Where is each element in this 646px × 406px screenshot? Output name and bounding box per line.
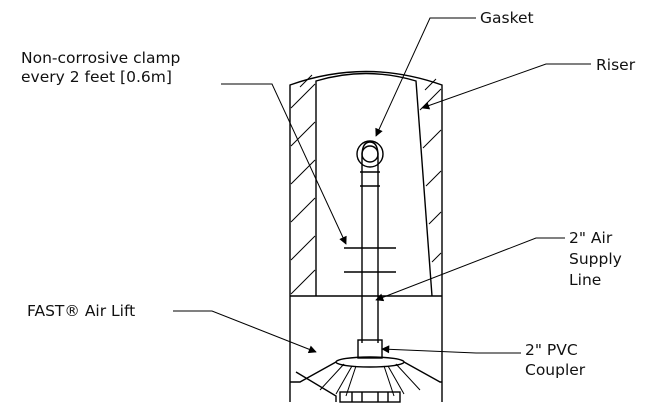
air-supply-label-line1: 2" Air — [569, 229, 613, 247]
air-supply-label-line2: Supply — [569, 250, 622, 268]
riser-label: Riser — [596, 56, 636, 74]
air-supply-label-line3: Line — [569, 271, 601, 289]
coupler-label-line2: Coupler — [525, 361, 586, 379]
riser-left-wall-hatch — [290, 74, 316, 295]
riser-body — [289, 70, 443, 402]
clamps — [344, 247, 396, 273]
gasket-label: Gasket — [480, 9, 534, 27]
leader-lines — [173, 17, 591, 354]
air-lift-base — [290, 356, 442, 403]
coupler-label-line1: 2" PVC — [525, 341, 578, 359]
air-lift-label: FAST® Air Lift — [27, 302, 135, 320]
clamp-label-line1: Non-corrosive clamp — [21, 49, 180, 67]
air-supply-pipe — [356, 140, 384, 343]
clamp-label-line2: every 2 feet [0.6m] — [21, 68, 172, 86]
